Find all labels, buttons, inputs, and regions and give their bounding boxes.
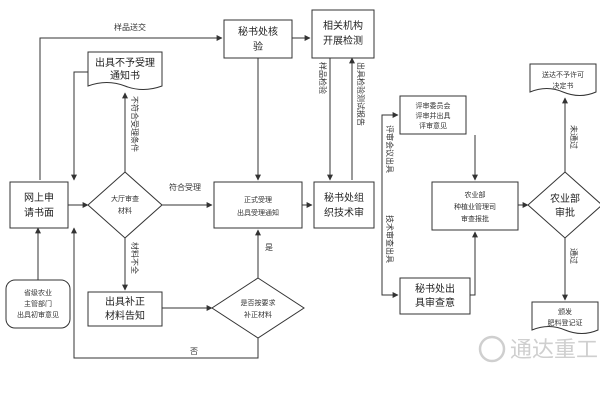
node-hall-review-line2: 材料 [118,206,132,215]
node-committee-review-line3: 评审意见 [419,121,447,130]
node-supplement-check-line1: 是否按要求 [241,298,276,307]
node-provincial-review-line3: 出具初审意见 [17,310,59,319]
node-supplement-check-line2: 补正材料 [244,310,272,319]
node-issue-certificate-line2: 肥料登记证 [548,318,583,327]
node-technical-review: 秘书处组 织技术审 [313,181,375,229]
edge-label-test-report: 出具检验测试报告 [356,62,366,126]
edge-label-sample-test: 样品检验 [318,62,328,94]
node-hall-review: 大厅审查 材料 [87,171,163,239]
node-ministry-review-line2: 种植业管理司 [454,202,496,211]
node-formal-acceptance: 正式受理 出具受理通知 [213,181,303,229]
node-issue-certificate-line1: 颁发 [558,307,572,316]
node-reject-notice-line1: 出具不予受理 [95,56,155,69]
node-secretariat-verify-line1: 秘书处核 [238,25,278,38]
node-supplement-check: 是否按要求 补正材料 [211,277,305,339]
edge-label-not-passed: 未通过 [569,125,579,149]
node-formal-acceptance-line2: 出具受理通知 [237,208,279,217]
node-provincial-review-line1: 省级农业 [24,288,52,297]
watermark: 通达重工 [478,335,598,363]
node-supplement-notice: 出具补正 材料告知 [87,291,163,327]
node-supplement-notice-line2: 材料告知 [105,309,145,322]
edge-apply-to-secretariat-verify [39,35,223,180]
edge-label-sample-delivery: 样品送交 [114,22,146,32]
node-agency-testing-line2: 开展检测 [323,34,363,47]
edge-opinion-to-ministry [470,231,478,296]
node-provincial-review: 省级农业 主管部门 出具初审意见 [5,279,71,329]
node-ministry-review-line3: 审查报批 [461,214,489,223]
node-issue-certificate: 颁发 肥料登记证 [531,301,599,334]
node-committee-review: 评审委员会 评审并出具 评审意见 [399,95,467,135]
node-ministry-review-line1: 农业部 [465,190,486,199]
edge-check-no-to-apply [71,227,259,359]
node-deny-decision-line1: 送达不予许可 [542,70,584,79]
node-deny-decision-line2: 决定书 [553,81,574,90]
edge-organize-to-committee [381,112,399,205]
edge-reject-to-apply [71,71,88,181]
node-technical-review-line1: 秘书处组 [324,191,364,204]
node-online-application-line2: 请书面 [24,206,54,219]
node-formal-acceptance-line1: 正式受理 [244,195,272,204]
node-reject-notice: 出具不予受理 通知书 [87,51,163,90]
node-committee-review-line2: 评审并出具 [416,111,451,120]
node-online-application: 网上申 请书面 [9,181,69,229]
edge-label-meets-acceptance: 符合受理 [169,182,201,192]
node-provincial-review-line2: 主管部门 [24,299,52,308]
node-agency-testing: 相关机构 开展检测 [311,9,375,59]
edge-label-committee-meeting: 评审会议出具 [385,125,395,173]
edge-label-yes: 是 [265,243,273,252]
node-ministry-approval-line1: 农业部 [550,192,580,205]
node-ministry-review: 农业部 种植业管理司 审查报批 [431,181,519,231]
node-review-opinion: 秘书处出 具审查意 [399,277,471,315]
node-deny-decision: 送达不予许可 决定书 [529,63,597,96]
edge-label-incomplete: 材料不全 [130,242,140,274]
edge-organize-to-opinion [381,205,399,298]
node-secretariat-verify-line2: 验 [253,40,263,53]
node-review-opinion-line1: 秘书处出 [415,282,455,295]
node-hall-review-line1: 大厅审查 [111,194,139,203]
node-secretariat-verify: 秘书处核 验 [223,19,293,59]
node-reject-notice-line2: 通知书 [110,69,140,82]
watermark-logo-icon [478,335,506,363]
node-technical-review-line2: 织技术审 [324,206,364,219]
node-ministry-approval: 农业部 审批 [527,171,600,239]
connectors [35,35,568,359]
node-review-opinion-line2: 具审查意 [415,296,455,309]
node-ministry-approval-line2: 审批 [555,206,575,219]
node-supplement-notice-line1: 出具补正 [105,295,145,308]
node-agency-testing-line1: 相关机构 [323,19,363,32]
node-committee-review-line1: 评审委员会 [416,101,451,110]
edge-label-passed: 通过 [569,248,579,264]
edge-label-no: 否 [190,347,198,356]
node-online-application-line1: 网上申 [24,191,54,204]
edge-label-not-acceptable: 不符合受理条件 [130,96,140,152]
watermark-text: 通达重工 [510,338,598,363]
edge-label-technical-review: 技术审查出具 [385,215,395,263]
